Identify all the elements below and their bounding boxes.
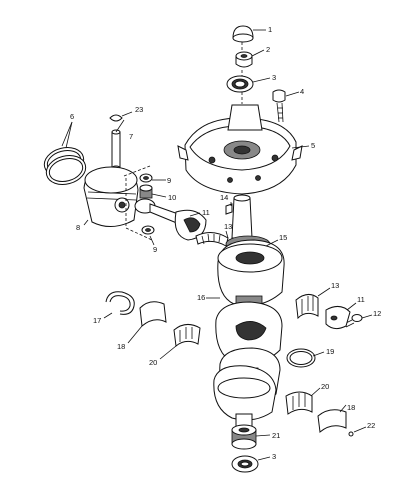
part-4-bolt [272,89,286,123]
callout-labels: 1 2 3 4 5 6 7 8 9 10 9 11 13 14 15 16 13… [70,25,381,461]
part-22-dowel [348,431,354,437]
callout-16: 16 [197,293,205,302]
callout-6: 6 [70,112,74,121]
part-3-seal [226,75,254,93]
callout-15: 15 [279,233,287,242]
callout-2: 2 [266,45,270,54]
callout-13-right: 13 [331,281,339,290]
leader-lines [61,29,373,461]
part-20-roller-bearing-left [173,324,201,347]
callout-5: 5 [311,141,315,150]
part-8-piston [83,166,139,227]
callout-23: 23 [135,105,143,114]
part-19-ring [286,348,316,368]
callout-10: 10 [168,193,176,202]
callout-11-right: 11 [357,295,365,304]
callout-3-bottom: 3 [272,452,276,461]
callout-7: 7 [129,132,133,141]
part-2-nut [235,51,253,68]
callout-20-right: 20 [321,382,329,391]
part-3-seal-bottom [231,455,259,473]
callout-22: 22 [367,421,375,430]
callout-17: 17 [93,316,101,325]
part-13-rod-bearing-lower [295,294,319,320]
part-20-roller-bearing-right [285,391,313,415]
part-6-piston-rings [43,147,87,185]
callout-12: 12 [373,309,381,318]
callout-8: 8 [76,223,80,232]
callout-11-left: 11 [202,208,210,217]
part-12-screw [343,314,363,328]
callout-3: 3 [272,73,276,82]
callout-1: 1 [268,25,272,34]
callout-18-left: 18 [117,342,125,351]
callout-13-left: 13 [224,222,232,231]
part-17-retaining-ring [105,291,135,315]
part-7-wrist-pin [111,129,121,171]
callout-19: 19 [326,347,334,356]
callout-9-top: 9 [167,176,171,185]
callout-20-left: 20 [149,358,157,367]
part-18-race-half-right [317,409,347,433]
part-23-clip [109,114,123,122]
part-11-connecting-rod [134,198,207,241]
callout-21: 21 [272,431,280,440]
part-10-needle-bearing [139,184,153,199]
callout-4: 4 [300,87,304,96]
part-9-thrust-washer-top [139,173,153,183]
part-1-cap [232,25,254,43]
part-21-ball-bearing [231,424,257,450]
callout-14: 14 [220,193,228,202]
part-11-rod-cap [325,306,351,330]
part-14-key [225,203,233,215]
part-9-thrust-washer-bottom [141,225,155,235]
part-5-retainer-plate [177,104,303,195]
callout-9-bottom: 9 [153,245,157,254]
part-13-rod-bearing-upper [195,232,229,247]
callout-18-right: 18 [347,403,355,412]
part-18-race-half-left [139,301,167,327]
